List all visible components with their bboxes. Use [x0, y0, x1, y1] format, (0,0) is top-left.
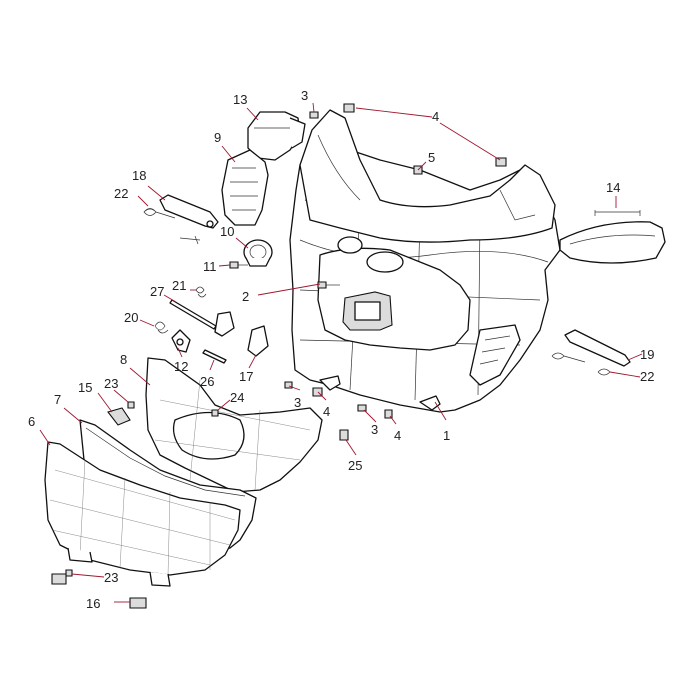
- callout-3-right: 3: [371, 422, 378, 437]
- part-19-bracket: [551, 329, 631, 376]
- callout-25: 25: [348, 458, 362, 473]
- callout-27: 27: [150, 284, 164, 299]
- part-9-storage-bin: [221, 149, 269, 226]
- callout-3-left: 3: [294, 395, 301, 410]
- callout-20: 20: [124, 310, 138, 325]
- callout-12: 12: [174, 359, 188, 374]
- part-21-spring: [195, 286, 207, 298]
- callout-14: 14: [606, 180, 620, 195]
- part-27-rod: [169, 299, 217, 330]
- callout-23-upper: 23: [104, 376, 118, 391]
- callout-2: 2: [242, 289, 249, 304]
- callout-13: 13: [233, 92, 247, 107]
- callout-19: 19: [640, 347, 654, 362]
- part-3-screws: [284, 111, 367, 412]
- part-16-clips: [51, 573, 147, 609]
- callout-17: 17: [239, 369, 253, 384]
- callout-21: 21: [172, 278, 186, 293]
- callout-15: 15: [78, 380, 92, 395]
- callout-5: 5: [428, 150, 435, 165]
- part-6-outer-panel: [44, 441, 241, 587]
- callout-26: 26: [200, 374, 214, 389]
- part-12-latch: [171, 329, 191, 353]
- callout-4-right: 4: [394, 428, 401, 443]
- part-26-pin: [202, 349, 227, 364]
- callout-4-left: 4: [323, 404, 330, 419]
- part-24-screw: [211, 409, 219, 417]
- part-17-buttons: [214, 311, 269, 357]
- front-shield-body: [289, 109, 561, 413]
- callout-10: 10: [220, 224, 234, 239]
- part-8-inner-panel: [145, 357, 323, 493]
- part-14-cover: [559, 210, 666, 264]
- leader-lines: [39, 102, 643, 603]
- part-13-lamp: [247, 111, 306, 161]
- callout-22-right: 22: [640, 369, 654, 384]
- callout-8: 8: [120, 352, 127, 367]
- callout-1: 1: [443, 428, 450, 443]
- part-25-clip: [339, 429, 349, 441]
- part-10-cap: [243, 239, 273, 267]
- callout-6: 6: [28, 414, 35, 429]
- callout-16: 16: [86, 596, 100, 611]
- callout-11: 11: [203, 259, 217, 274]
- callout-23-lower: 23: [104, 570, 118, 585]
- part-20-spring: [154, 321, 169, 334]
- part-2-screw: [317, 281, 340, 289]
- callout-9: 9: [214, 130, 221, 145]
- callout-22-left: 22: [114, 186, 128, 201]
- part-18-bracket: [143, 194, 219, 245]
- callout-4-top: 4: [432, 109, 439, 124]
- callout-24: 24: [230, 390, 244, 405]
- callout-3-top: 3: [301, 88, 308, 103]
- callouts: 1 2 3 3 3 4 4 4 5 6 7 8 9 10 11 12 13 14…: [28, 88, 654, 611]
- part-11-screw: [229, 261, 248, 269]
- callout-7: 7: [54, 392, 61, 407]
- callout-18: 18: [132, 168, 146, 183]
- part-15-clip: [107, 407, 131, 426]
